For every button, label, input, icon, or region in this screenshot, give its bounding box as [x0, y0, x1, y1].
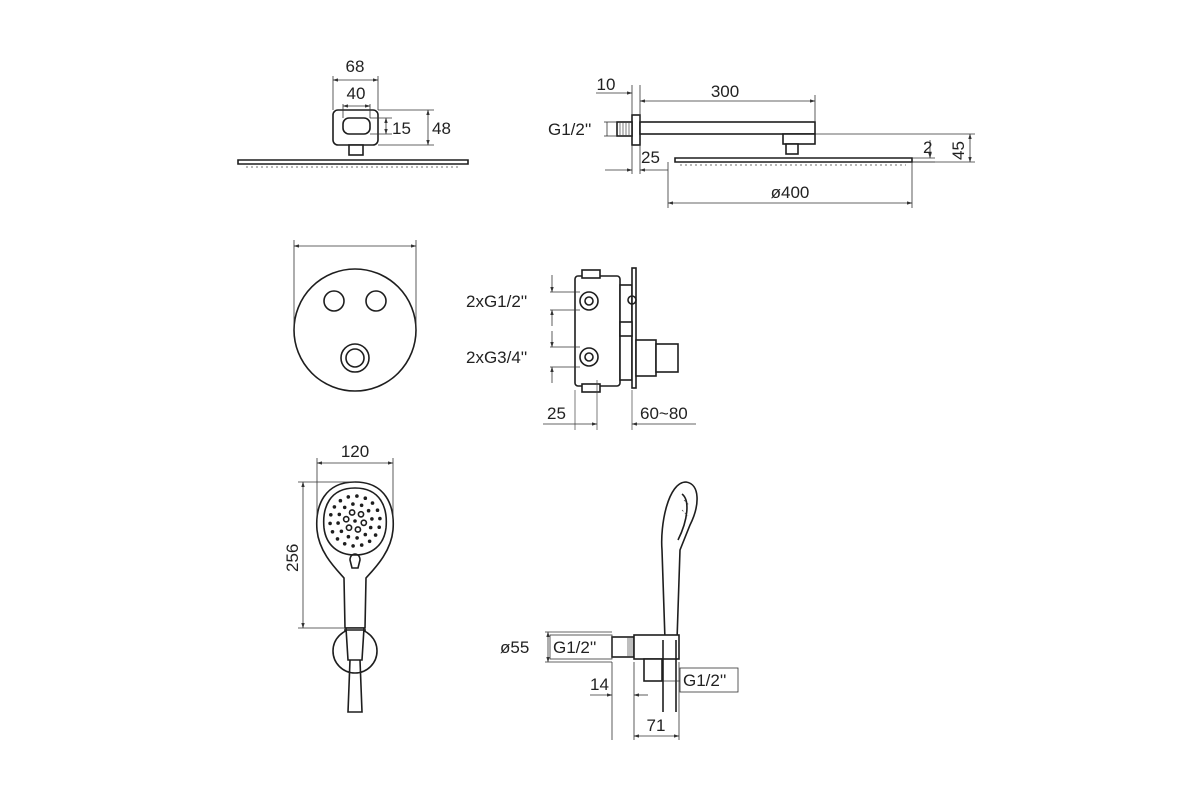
dim-hand-length: 256 [283, 544, 302, 572]
nozzle [337, 512, 342, 517]
nozzle [342, 542, 347, 546]
profile-edge [677, 493, 688, 541]
label-thread: G1/2'' [548, 120, 591, 139]
push-button-1 [323, 290, 345, 312]
nozzle [330, 530, 335, 534]
nozzle [346, 534, 351, 539]
nozzle [329, 513, 333, 517]
hand-shower-side-view: ø55 G1/2'' 14 G1/2'' 71 [500, 481, 739, 740]
rain-shower-front-view: 68 40 15 48 [237, 57, 469, 168]
nozzle [366, 508, 371, 513]
dim-arm-length: 300 [711, 82, 739, 101]
nozzle [357, 510, 365, 518]
nozzle [355, 536, 359, 540]
diverter-stub [619, 321, 633, 337]
nozzle [363, 496, 368, 501]
nozzle [370, 501, 375, 505]
label-outlets: 2xG1/2'' [466, 292, 527, 311]
shower-arm [639, 121, 816, 135]
arm-joint [785, 143, 799, 155]
elbow-flange [611, 636, 635, 658]
dim-height-outer: 48 [432, 119, 451, 138]
dim-hand-width: 120 [341, 442, 369, 461]
dim-depth-rear: 25 [547, 404, 566, 423]
nozzle [338, 498, 343, 503]
nozzle [360, 519, 368, 527]
nozzle [351, 544, 355, 548]
outlet-port [579, 291, 599, 311]
shower-head-side [674, 157, 913, 163]
elbow-outlet [643, 658, 663, 682]
mixer-front-view [293, 240, 417, 392]
dim-head-thickness: 2 [923, 138, 932, 157]
nozzle [328, 521, 332, 526]
nozzle [377, 525, 382, 529]
thermostat-knob [340, 343, 370, 373]
nozzle [355, 494, 359, 498]
nozzle [363, 532, 368, 537]
elbow-body [633, 634, 680, 660]
nozzle [370, 517, 374, 521]
bottom-port [581, 383, 601, 393]
valve-body [574, 275, 621, 387]
hose [347, 659, 363, 713]
dim-width-outer: 68 [346, 57, 365, 76]
nozzle [342, 515, 350, 523]
dim-width-inner: 40 [347, 84, 366, 103]
nozzle [368, 525, 373, 530]
nozzle [345, 524, 353, 532]
nozzle [348, 509, 356, 516]
cartridge [635, 339, 657, 377]
nozzle [335, 537, 340, 541]
dim-elbow-offset: 14 [590, 675, 609, 694]
dim-wall-offset: 10 [597, 75, 616, 94]
top-port [581, 269, 601, 279]
nozzle [339, 529, 344, 534]
inlet-port [579, 347, 599, 367]
nozzle [378, 516, 382, 521]
mode-button [349, 553, 361, 569]
nozzle [354, 526, 362, 533]
wall-flange [631, 114, 641, 146]
label-outlet-thread: G1/2'' [683, 671, 726, 690]
nozzle [359, 503, 364, 508]
hand-shower-front-view: 120 256 [283, 442, 395, 713]
nozzle [351, 502, 355, 506]
nozzle [375, 508, 380, 512]
dim-head-diameter: ø400 [771, 183, 810, 202]
dim-elbow-depth: 71 [647, 716, 666, 735]
nozzle [342, 505, 347, 510]
dim-flange: 25 [641, 148, 660, 167]
nozzle [373, 533, 378, 537]
holder-clip [345, 627, 365, 661]
arm-end-block [782, 133, 816, 145]
nozzle [359, 543, 364, 547]
spray-nozzles [328, 494, 382, 548]
shower-head-plate [237, 159, 469, 165]
knob-inner [345, 348, 365, 368]
dim-depth-range: 60~80 [640, 404, 688, 423]
nozzle [346, 495, 351, 499]
push-button-2 [365, 290, 387, 312]
dim-head-height: 45 [949, 141, 968, 160]
mixer-body-view: 2xG1/2'' 2xG3/4'' 25 60~80 [466, 267, 696, 430]
arm-neck [348, 144, 364, 156]
wall-mount-block [332, 109, 379, 146]
spray-face [322, 487, 388, 556]
thread-connector [616, 121, 633, 137]
label-elbow-thread: G1/2'' [553, 638, 596, 657]
label-inlets: 2xG3/4'' [466, 348, 527, 367]
wall-mount-inner [342, 117, 371, 135]
dim-elbow-diameter: ø55 [500, 638, 529, 657]
nozzle [353, 519, 357, 523]
cartridge-stem [655, 343, 679, 373]
nozzle [367, 539, 372, 544]
rain-shower-side-view: 10 300 G1/2'' 25 2 45 ø400 [548, 75, 975, 208]
nozzle [336, 521, 340, 525]
dim-height-inner: 15 [392, 119, 411, 138]
nozzle [332, 505, 337, 509]
hand-shower-profile [660, 481, 698, 641]
